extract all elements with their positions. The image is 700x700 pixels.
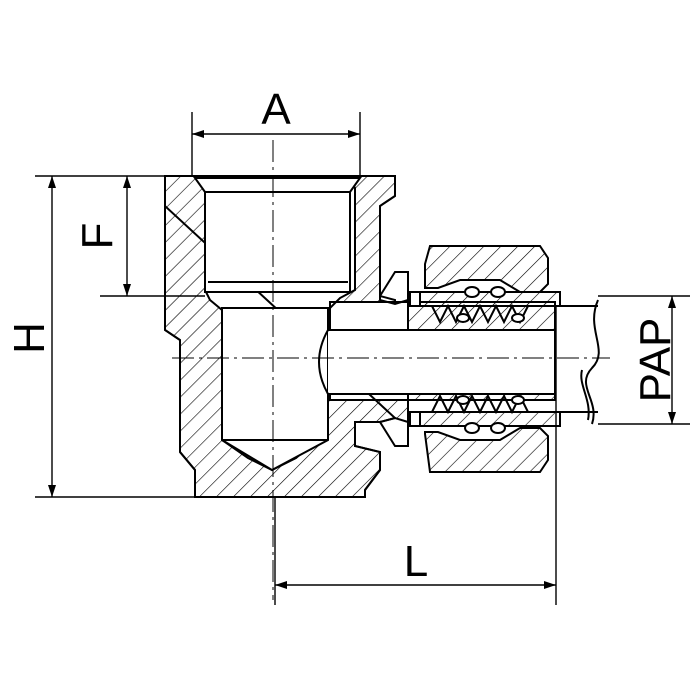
compression-nut xyxy=(424,245,549,473)
seal-ring-bottom-2 xyxy=(511,395,525,405)
pipe-break xyxy=(585,299,600,425)
dimensions xyxy=(35,112,690,605)
label-F: F xyxy=(73,223,122,250)
nut-top xyxy=(424,245,549,293)
label-L: L xyxy=(404,537,428,586)
label-PAP: PAP xyxy=(631,318,680,403)
seal-ring-mid-3 xyxy=(464,422,480,434)
center-lines xyxy=(172,140,610,600)
seal-ring-mid-4 xyxy=(490,422,506,434)
seal-ring-top-2 xyxy=(511,313,525,323)
seal-ring-mid-1 xyxy=(464,286,480,298)
ring-top-outer xyxy=(409,291,561,307)
horizontal-bore xyxy=(328,329,556,395)
label-A: A xyxy=(261,85,291,134)
teeth-bottom xyxy=(431,393,529,415)
nut-bottom xyxy=(424,427,549,473)
seal-ring-mid-2 xyxy=(490,286,506,298)
seal-ring-bottom-1 xyxy=(456,395,470,405)
teeth-top xyxy=(431,303,529,325)
vertical-bore xyxy=(221,307,329,472)
dimension-labels: A F H L PAP xyxy=(5,85,680,586)
compression-rings xyxy=(409,286,561,434)
pipe xyxy=(555,299,600,425)
fitting-body xyxy=(164,175,556,498)
seal-ring-top-1 xyxy=(456,313,470,323)
ring-bottom-outer xyxy=(409,411,561,427)
label-H: H xyxy=(5,322,54,354)
female-thread-bore xyxy=(193,177,362,293)
